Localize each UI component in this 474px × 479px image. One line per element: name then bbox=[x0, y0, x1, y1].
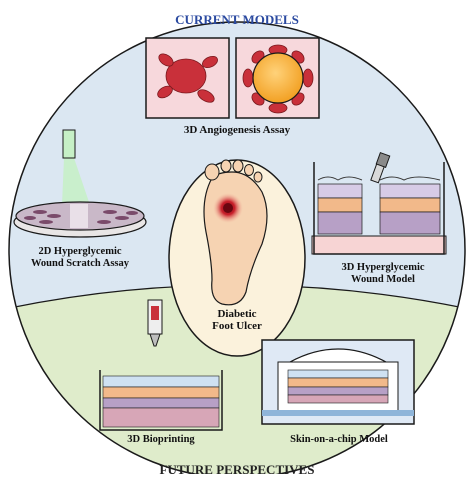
hyperglycemic-wound-label-line2: Wound Model bbox=[351, 273, 415, 285]
diabetic-foot-ulcer-label: Diabetic Foot Ulcer bbox=[187, 308, 287, 332]
scratch-assay-dish bbox=[13, 129, 147, 238]
angiogenesis-label: 3D Angiogenesis Assay bbox=[183, 124, 291, 136]
diabetic-foot-ulcer-line1: Diabetic bbox=[217, 308, 257, 320]
skin-on-chip-label: Skin-on-a-chip Model bbox=[290, 434, 388, 445]
foot-illustration bbox=[203, 159, 268, 306]
biopsy-punch bbox=[370, 152, 391, 184]
diabetic-foot-ulcer-line2: Foot Ulcer bbox=[212, 320, 262, 333]
angiogenesis-boxes bbox=[145, 37, 320, 119]
scratch-assay-label-line1: 2D Hyperglycemic bbox=[38, 246, 122, 257]
hyperglycemic-wound-label-line1: 3D Hyperglycemic bbox=[341, 262, 425, 273]
future-perspectives-title: FUTURE PERSPECTIVES bbox=[159, 462, 315, 477]
hyperglycemic-wound-label: 3D Hyperglycemic Wound Model bbox=[318, 262, 448, 285]
bioprinting-label: 3D Bioprinting bbox=[127, 434, 195, 445]
scratch-assay-label: 2D Hyperglycemic Wound Scratch Assay bbox=[20, 246, 140, 269]
scratch-assay-label-line2: Wound Scratch Assay bbox=[30, 257, 130, 269]
bioprinting-illustration bbox=[99, 299, 223, 431]
skin-on-chip-illustration bbox=[261, 339, 415, 425]
hyperglycemic-wound-model bbox=[311, 152, 447, 255]
current-models-title: CURRENT MODELS bbox=[175, 12, 299, 27]
